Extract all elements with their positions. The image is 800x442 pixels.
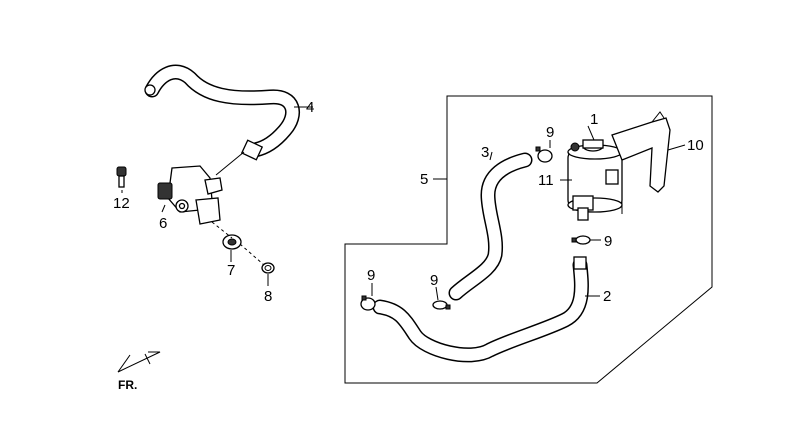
direction-arrow: [117, 351, 161, 373]
clamp-9-mid: [432, 300, 451, 310]
callout-1: 1: [590, 111, 598, 128]
hose-2: [372, 256, 589, 363]
callout-2: 2: [603, 288, 611, 305]
callout-9-mid: 9: [430, 272, 438, 289]
bracket-10: [611, 111, 671, 214]
clamp-9-right: [571, 235, 591, 245]
callout-9-top: 9: [546, 124, 554, 141]
clamp-8: [261, 262, 275, 274]
clamp-9-top: [535, 146, 553, 163]
valve-6: [157, 151, 245, 225]
callout-6: 6: [159, 215, 167, 232]
callout-12: 12: [113, 195, 130, 212]
clamp-9-left: [360, 295, 376, 311]
clamp-7: [222, 234, 242, 250]
direction-label: FR.: [118, 378, 137, 392]
callout-7: 7: [227, 262, 235, 279]
hose-4: [144, 64, 300, 161]
bolt-12: [116, 166, 127, 188]
callout-10: 10: [687, 137, 704, 154]
callout-11: 11: [538, 172, 554, 189]
callout-9-left: 9: [367, 267, 375, 284]
group-5-boundary: [344, 95, 713, 384]
hose-3: [448, 152, 533, 301]
callout-8: 8: [264, 288, 272, 305]
callout-9-right: 9: [604, 233, 612, 250]
callout-4: 4: [306, 99, 314, 116]
filter-1: [567, 139, 623, 221]
callout-3: 3: [481, 144, 489, 161]
callout-5: 5: [420, 171, 428, 188]
